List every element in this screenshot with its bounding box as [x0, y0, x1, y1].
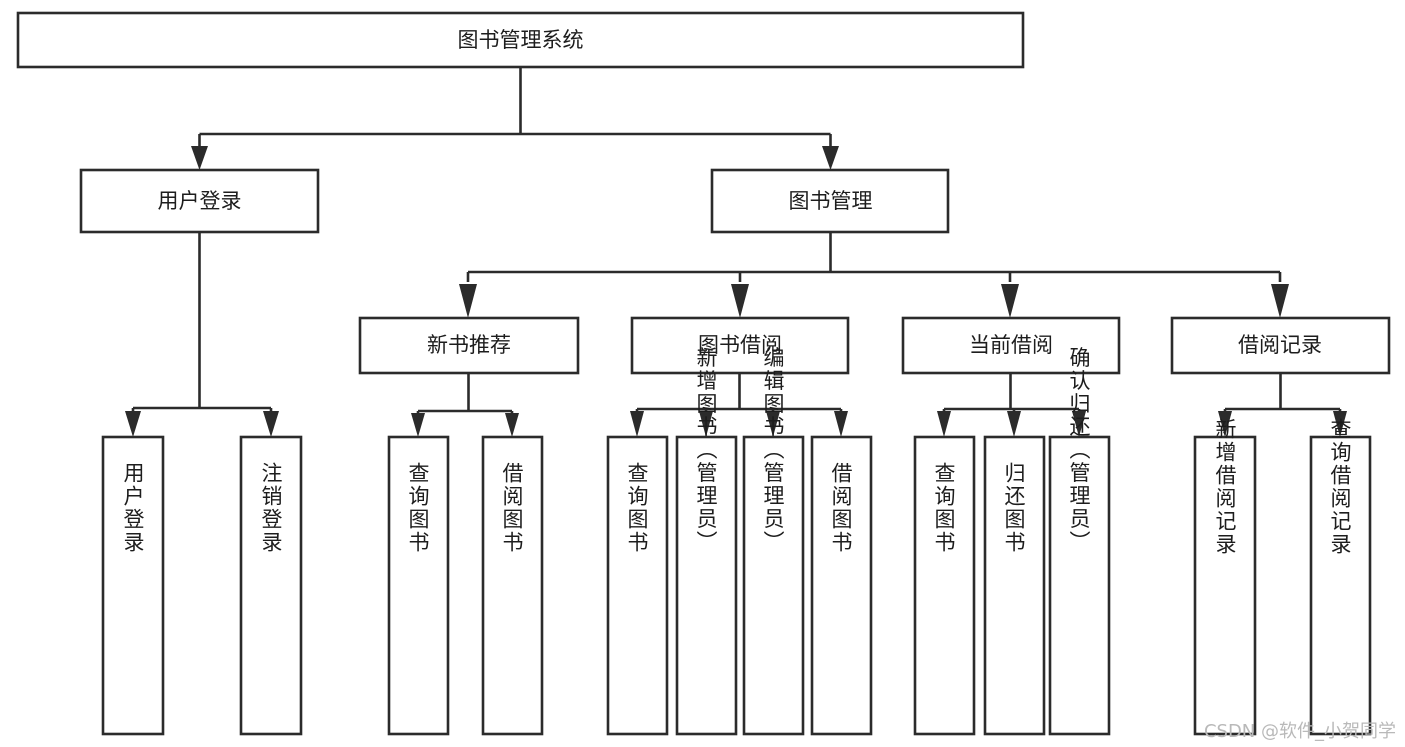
leaf-user-login-box[interactable] [101, 435, 165, 736]
node-book-manage[interactable]: 图书管理 [710, 168, 950, 234]
leaf-add-book-label: 新增图书（管理员） [694, 347, 718, 554]
node-borrow-record[interactable]: 借阅记录 [1170, 316, 1391, 375]
leaf-confirm-return-label: 确认归还（管理员） [1067, 347, 1091, 554]
arrow-head-icon [1271, 284, 1289, 318]
leaf-edit-book-box[interactable] [742, 435, 805, 736]
arrow-head-icon [699, 411, 713, 437]
node-user-login-label: 用户登录 [158, 189, 242, 213]
arrow-head-icon [1333, 411, 1347, 437]
arrow-head-icon [937, 411, 951, 437]
node-root-box[interactable] [16, 11, 1025, 69]
leaf-borrow-book-1[interactable]: 借阅图书 [481, 435, 544, 736]
leaf-add-book[interactable]: 新增图书（管理员） [675, 347, 738, 736]
watermark-label: CSDN @软件_小贺同学 [1204, 721, 1396, 742]
leaf-query-book-2[interactable]: 查询图书 [606, 435, 669, 736]
node-current-borrow[interactable]: 当前借阅 [901, 316, 1121, 375]
leaf-query-book-1-label: 查询图书 [406, 462, 430, 554]
leaf-query-book-3[interactable]: 查询图书 [913, 435, 976, 736]
connector-layer [125, 67, 1347, 437]
node-new-book-recommend-box[interactable] [358, 316, 580, 375]
leaf-query-book-1-box[interactable] [387, 435, 450, 736]
leaf-confirm-return-box[interactable] [1048, 435, 1111, 736]
leaf-add-record[interactable]: 新增借阅记录 [1193, 418, 1257, 736]
leaf-add-record-box[interactable] [1193, 435, 1257, 736]
leaf-borrow-book-2-box[interactable] [810, 435, 873, 736]
leaf-query-book-1[interactable]: 查询图书 [387, 435, 450, 736]
arrow-head-icon [191, 146, 208, 170]
leaf-query-book-2-label: 查询图书 [625, 462, 649, 554]
node-borrow-record-box[interactable] [1170, 316, 1391, 375]
leaf-return-book[interactable]: 归还图书 [983, 435, 1046, 736]
node-book-borrow[interactable]: 图书借阅 [630, 316, 850, 375]
leaf-logout-login-box[interactable] [239, 435, 303, 736]
leaf-add-book-box[interactable] [675, 435, 738, 736]
leaf-borrow-book-2-label: 借阅图书 [829, 462, 853, 554]
arrow-head-icon [630, 411, 644, 437]
arrow-head-icon [263, 411, 279, 437]
leaf-query-record-box[interactable] [1309, 435, 1372, 736]
node-root-label: 图书管理系统 [458, 28, 584, 52]
leaf-logout-login-label: 注销登录 [259, 462, 283, 554]
leaf-add-record-label: 新增借阅记录 [1213, 418, 1237, 556]
leaf-query-book-3-box[interactable] [913, 435, 976, 736]
node-new-book-recommend-label: 新书推荐 [427, 333, 511, 357]
node-borrow-record-label: 借阅记录 [1238, 333, 1322, 357]
arrow-head-icon [125, 411, 141, 437]
leaf-query-record[interactable]: 查询借阅记录 [1309, 418, 1372, 736]
leaf-confirm-return[interactable]: 确认归还（管理员） [1048, 347, 1111, 736]
leaf-edit-book-label: 编辑图书（管理员） [761, 347, 785, 554]
arrow-head-icon [411, 413, 425, 437]
node-current-borrow-label: 当前借阅 [969, 333, 1053, 357]
arrow-head-icon [834, 411, 848, 437]
node-book-borrow-label: 图书借阅 [698, 333, 782, 357]
node-root[interactable]: 图书管理系统 [16, 11, 1025, 69]
arrow-head-icon [1218, 411, 1232, 437]
arrow-head-icon [766, 411, 780, 437]
leaf-query-book-2-box[interactable] [606, 435, 669, 736]
leaf-return-book-label: 归还图书 [1002, 462, 1026, 554]
node-current-borrow-box[interactable] [901, 316, 1121, 375]
node-book-manage-box[interactable] [710, 168, 950, 234]
leaf-query-book-3-label: 查询图书 [932, 462, 956, 554]
leaf-user-login[interactable]: 用户登录 [101, 435, 165, 736]
node-book-manage-label: 图书管理 [789, 189, 873, 213]
arrow-head-icon [1001, 284, 1019, 318]
leaf-logout-login[interactable]: 注销登录 [239, 435, 303, 736]
node-book-borrow-box[interactable] [630, 316, 850, 375]
arrow-head-icon [1007, 411, 1021, 437]
leaf-return-book-box[interactable] [983, 435, 1046, 736]
node-user-login-box[interactable] [79, 168, 320, 234]
arrow-head-icon [459, 284, 477, 318]
leaf-user-login-label: 用户登录 [121, 462, 145, 554]
node-user-login[interactable]: 用户登录 [79, 168, 320, 234]
arrow-head-icon [822, 146, 839, 170]
arrow-head-icon [505, 413, 519, 437]
leaf-borrow-book-1-label: 借阅图书 [500, 462, 524, 554]
node-new-book-recommend[interactable]: 新书推荐 [358, 316, 580, 375]
arrow-head-icon [1072, 411, 1086, 437]
leaf-borrow-book-1-box[interactable] [481, 435, 544, 736]
leaf-edit-book[interactable]: 编辑图书（管理员） [742, 347, 805, 736]
arrow-head-icon [731, 284, 749, 318]
leaf-borrow-book-2[interactable]: 借阅图书 [810, 435, 873, 736]
leaf-query-record-label: 查询借阅记录 [1328, 418, 1352, 556]
